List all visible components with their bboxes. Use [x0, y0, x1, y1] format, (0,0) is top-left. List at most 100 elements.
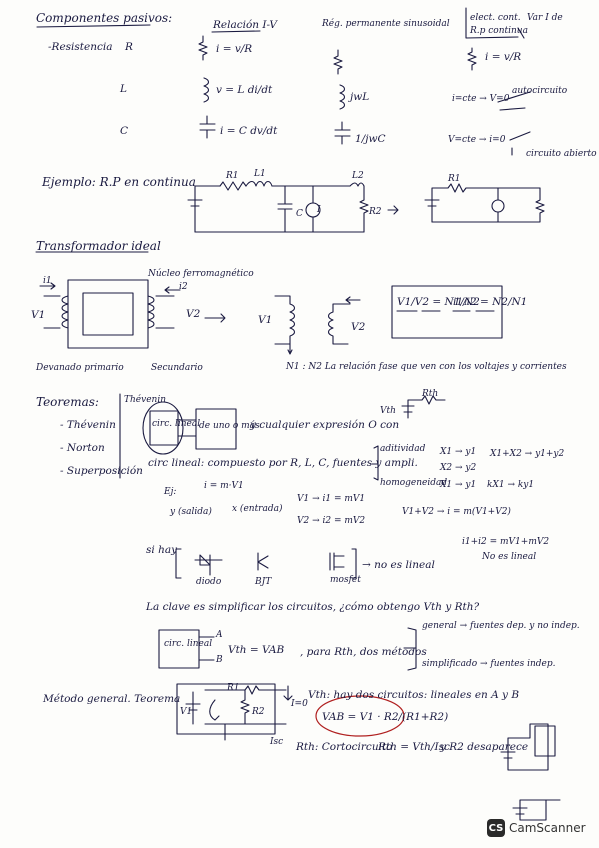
label-i2: i2 — [179, 282, 188, 292]
label-l2: L2 — [352, 171, 364, 181]
impedance-capacitor: 1/jwC — [355, 133, 386, 145]
eq-resistor: i = v/R — [216, 43, 253, 55]
col-header-iv: Relación I-V — [213, 19, 277, 31]
label-l1: L1 — [254, 169, 266, 179]
capacitor-dc-note: circuito abierto — [526, 149, 597, 159]
theorems-title: Teoremas: — [36, 395, 99, 409]
example-sum: V1+V2 → i = m(V1+V2) — [402, 507, 511, 517]
inductor-dc-note: autocircuito — [512, 86, 568, 96]
if-there-are: si hay — [146, 544, 178, 556]
eq-inductor: v = L di/dt — [216, 84, 273, 96]
inductor-dc-rule: i=cte → V=0 — [452, 94, 510, 104]
label-v2: V2 — [186, 308, 201, 320]
example-not-linear: No es lineal — [482, 552, 537, 562]
transformer-note: N1 : N2 La relación fase que ven con los… — [286, 362, 567, 372]
resistor-symbol — [198, 35, 208, 61]
example-circuit-1 — [187, 180, 545, 233]
example-label: Ej: — [164, 487, 177, 497]
impedance-inductor: jwL — [350, 91, 370, 103]
additivity-3: X1+X2 → y1+y2 — [490, 449, 565, 459]
example-v1: V1 → i1 = mV1 — [297, 494, 366, 504]
label-i1: i1 — [43, 276, 52, 286]
homogeneity-label: homogeneidad — [380, 478, 448, 488]
method-circuit — [176, 683, 561, 821]
not-linear-label: → no es lineal — [362, 559, 435, 571]
capacitor-symbol — [199, 115, 216, 139]
eq-voltage-ratio: V1/V2 = N1/N2 — [397, 296, 480, 308]
box-linear-circuit: circ. lineal — [164, 639, 213, 649]
col-header-var: Var I de — [527, 13, 563, 23]
label-diode: diodo — [196, 577, 222, 587]
rth-methods: , para Rth, dos métodos — [300, 646, 427, 658]
label-source-i: I — [317, 205, 321, 215]
rth-formula: Rth = Vth/Isc — [378, 741, 450, 753]
terminal-b: B — [216, 655, 223, 665]
theorem-item: - Thévenin — [60, 419, 116, 431]
row-label-resistor: -Resistencia — [48, 41, 113, 53]
label-v1: V1 — [31, 309, 46, 321]
col-header-cont-a: elect. cont. — [470, 13, 521, 23]
label-r1-method: R1 — [227, 683, 240, 693]
primary-label: Devanado primario — [36, 363, 124, 373]
theorem-item: - Superposición — [60, 465, 143, 477]
vth-note: Vth: hay dos circuitos: lineales en A y … — [308, 689, 520, 701]
secondary-label: Secundario — [151, 363, 203, 373]
box-sources: de uno o más — [199, 421, 260, 431]
transformer-drawing — [35, 251, 503, 355]
label-vth: Vth — [380, 406, 396, 416]
capacitor-dc-rule: V=cte → i=0 — [448, 135, 506, 145]
additivity-1: X1 → y1 — [440, 447, 477, 457]
terminal-a: A — [216, 630, 223, 640]
example-eq: i = m·V1 — [204, 481, 244, 491]
vab-formula: VAB = V1 · R2/(R1+R2) — [322, 711, 449, 723]
example-sum-result: i1+i2 = mV1+mV2 — [462, 537, 550, 547]
row-symbol-c: C — [120, 125, 129, 137]
homogeneity-1: X1 → y1 — [440, 480, 477, 490]
row-symbol-r: R — [125, 41, 133, 53]
box-linear: circ. lineal — [152, 419, 201, 429]
label-v1-method: V1 — [180, 707, 193, 717]
theorems-drawings — [119, 393, 446, 671]
additivity-label: aditividad — [380, 444, 426, 454]
label-r2-method: R2 — [252, 707, 265, 717]
section-title-passive: Componentes pasivos: — [36, 11, 173, 25]
label-v1-ideal: V1 — [258, 314, 273, 326]
label-mosfet: mosfet — [330, 575, 361, 585]
camscanner-logo-icon: CS — [487, 819, 505, 837]
label-r1-reduced: R1 — [448, 174, 461, 184]
eq-resistor-dc: i = v/R — [485, 51, 522, 63]
example-v2: V2 → i2 = mV2 — [297, 516, 366, 526]
camscanner-text: CamScanner — [509, 821, 586, 835]
general-method-title: Método general. Teorema — [43, 693, 181, 705]
eq-current-ratio: i1/i2 = N2/N1 — [453, 296, 528, 308]
key-sentence: La clave es simplificar los circuitos, ¿… — [146, 601, 480, 613]
col-header-sinusoidal: Rég. permanente sinusoidal — [322, 19, 450, 29]
label-isc: Isc — [270, 737, 284, 747]
vth-equals-vab: Vth = VAB — [228, 644, 285, 656]
label-bjt: BJT — [255, 577, 272, 587]
r2-disappears: y R2 desaparece — [440, 741, 529, 753]
example-title: Ejemplo: R.P en continua — [42, 175, 196, 189]
thevenin-label: Thévenin — [124, 395, 167, 405]
transformer-title: Transformador ideal — [36, 239, 161, 253]
example-output: y (salida) — [170, 507, 212, 517]
camscanner-watermark: CS CamScanner — [487, 818, 586, 838]
label-rth: Rth — [422, 389, 439, 399]
linear-definition: circ lineal: compuesto por R, L, C, fuen… — [148, 457, 418, 469]
label-r2: R2 — [369, 207, 382, 217]
method-simplified: simplificado → fuentes indep. — [422, 659, 556, 669]
row-symbol-l: L — [120, 83, 127, 95]
thevenin-text: y cualquier expresión O con — [250, 419, 400, 431]
inductor-symbol — [203, 77, 210, 103]
col-header-cont-b: R.p continua — [470, 26, 528, 36]
example-input: x (entrada) — [232, 504, 283, 514]
homogeneity-2: kX1 → ky1 — [487, 480, 535, 490]
additivity-2: X2 → y2 — [440, 463, 477, 473]
eq-capacitor: i = C dv/dt — [220, 125, 278, 137]
highlight-ellipse — [315, 695, 405, 737]
label-i-zero: I=0 — [291, 699, 308, 709]
label-v2-ideal: V2 — [351, 321, 366, 333]
rth-shortcircuit: Rth: Cortocircuito — [296, 741, 393, 753]
